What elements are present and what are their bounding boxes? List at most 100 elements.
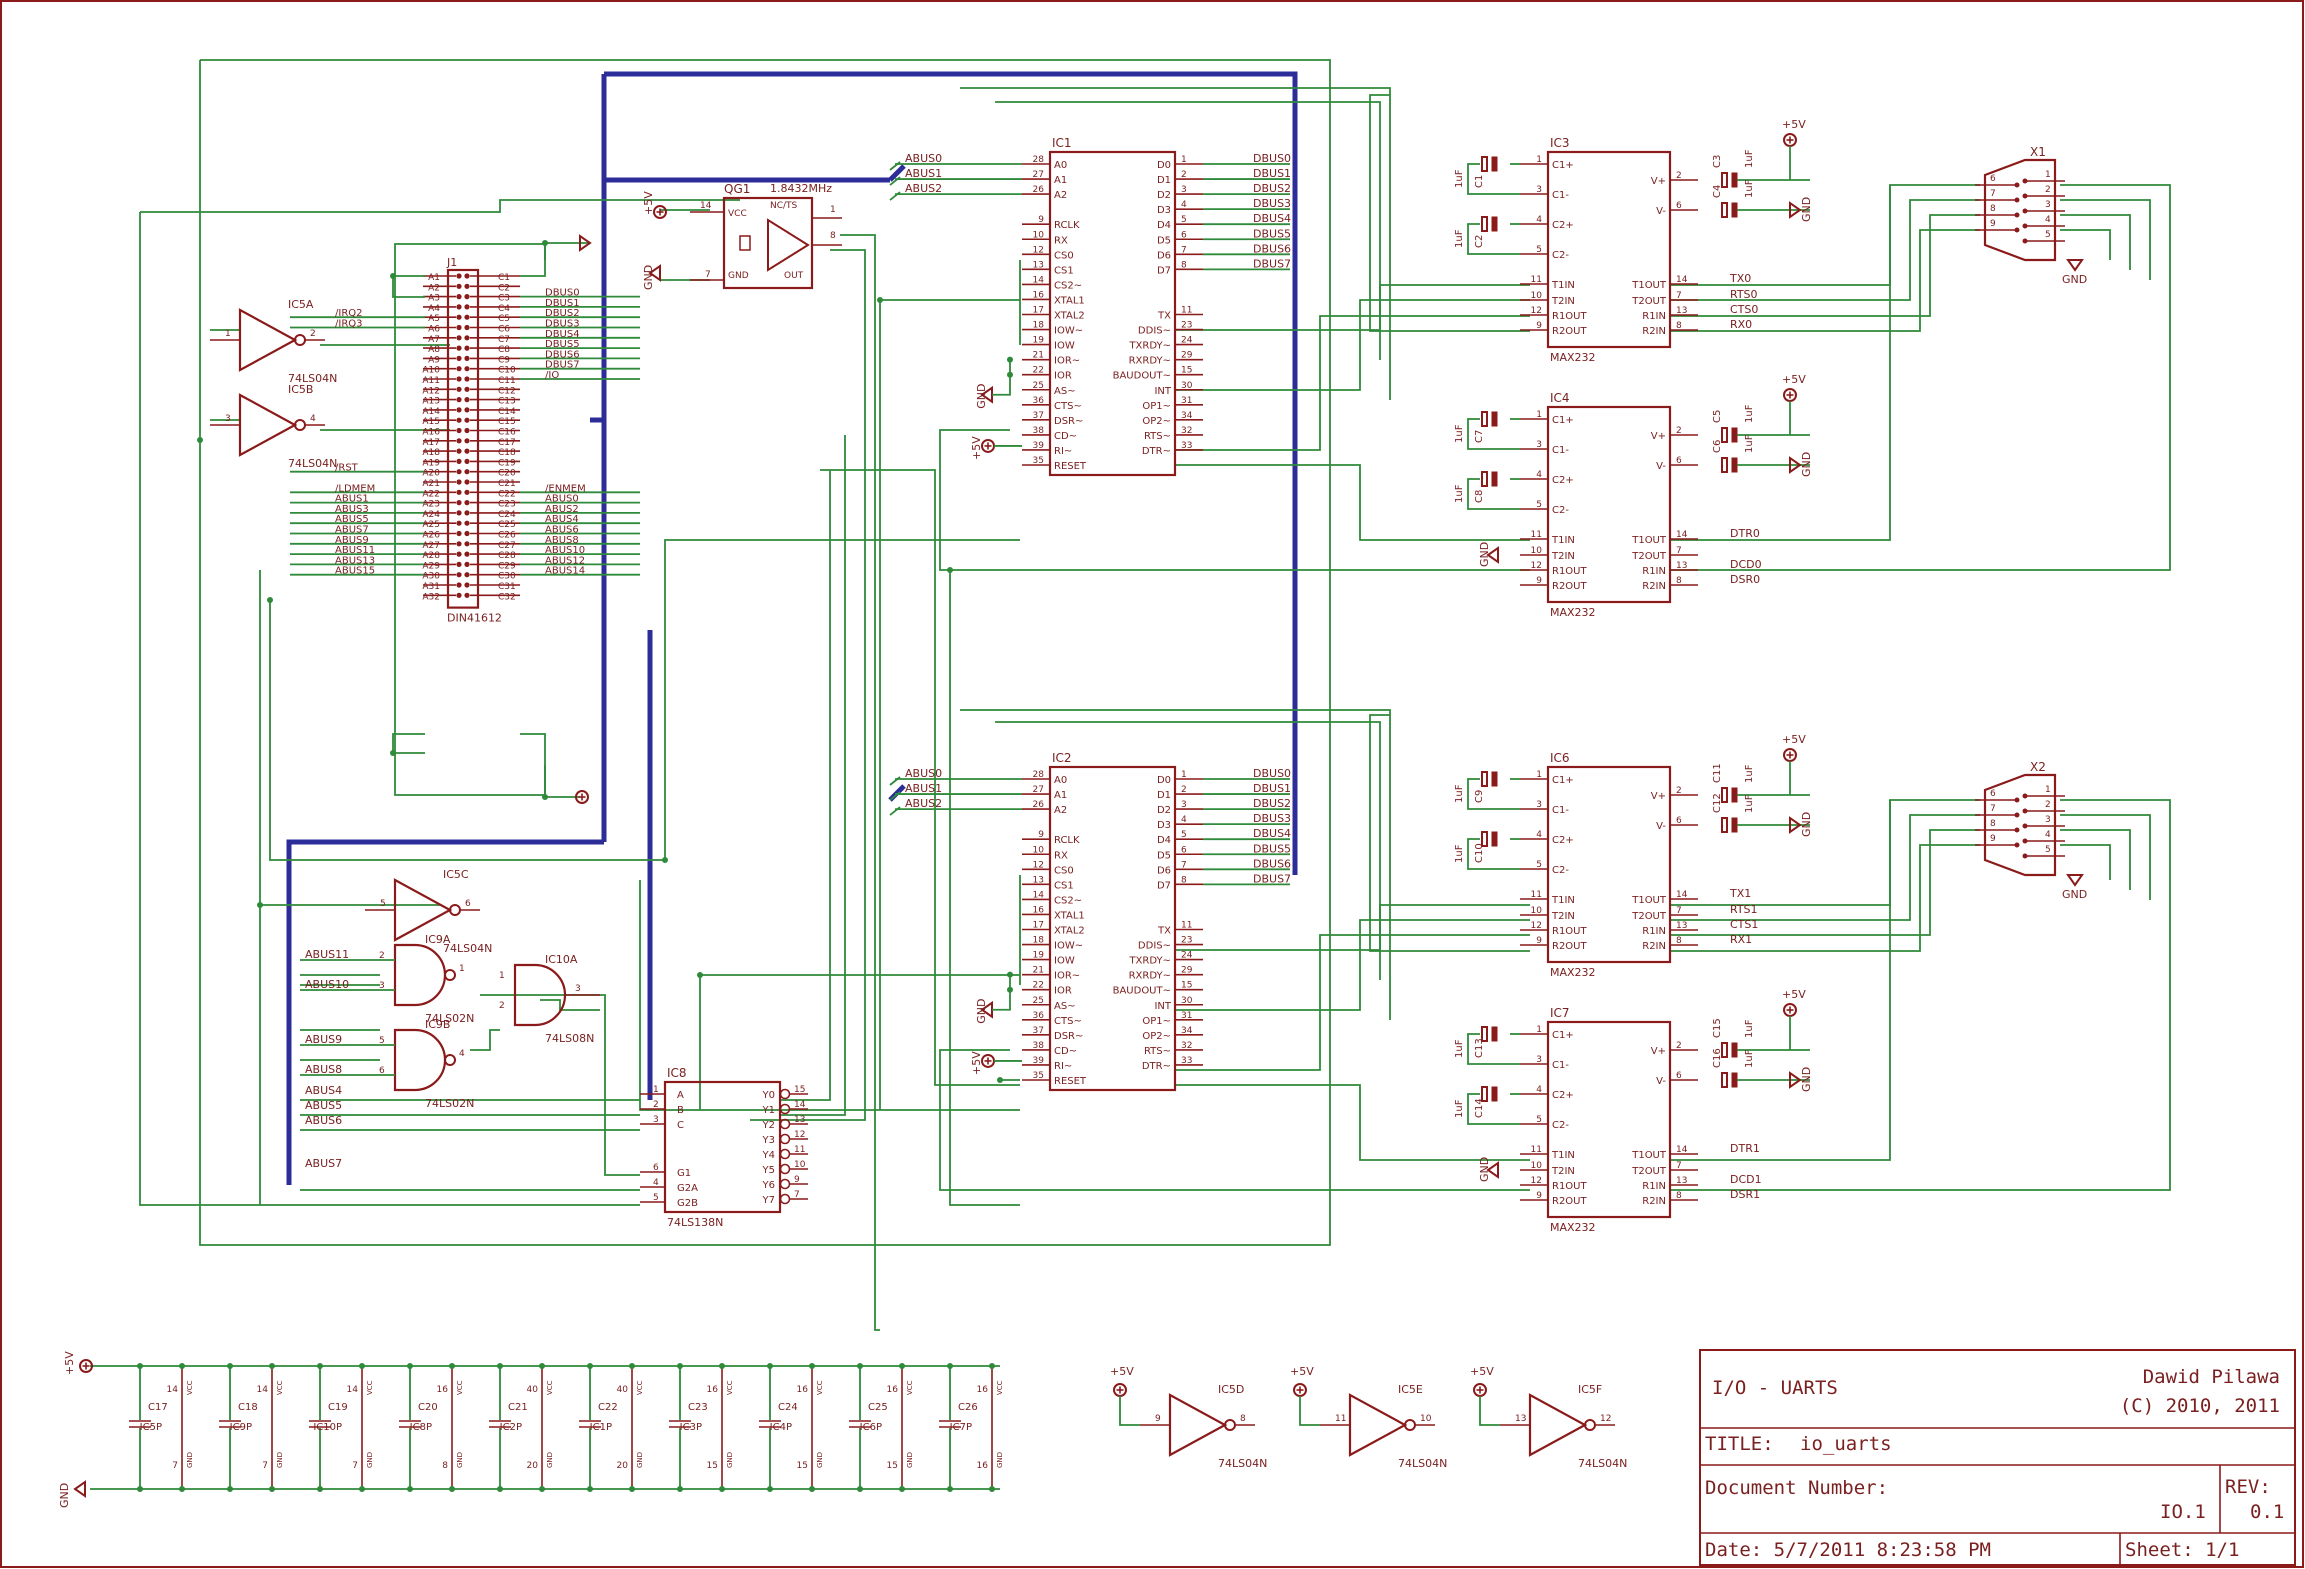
inverter-gate-ic5c [393,878,453,942]
max232-right-label: T1OUT [1631,895,1667,906]
j1-contact [464,592,470,598]
capacitor-name: C11 [1712,763,1723,783]
max232-left-label: C2+ [1552,835,1574,846]
max232-right-label: R2IN [1642,941,1666,952]
junction-dot [767,1363,773,1369]
uart-right-num: 33 [1181,441,1192,451]
junction-dot [629,1486,635,1492]
max232-left-label: T1IN [1551,535,1575,546]
title-block [1699,1349,2296,1566]
uart-left-label: DSR~ [1054,416,1083,427]
decoupling-gnd-tag: GND [906,1452,914,1468]
capacitor-icon [1491,1026,1498,1042]
junction-dot [719,1363,725,1369]
j1-c-label: C28 [498,551,516,561]
decoupling-vcc-pin: 14 [257,1385,269,1395]
j1-right-net: ABUS6 [545,525,579,536]
decoder-right-label: Y0 [762,1090,775,1101]
uart-right-label: D1 [1157,175,1171,186]
j1-contact [464,366,470,372]
j1-contact [456,561,462,568]
max232-left-num: 4 [1536,1085,1542,1095]
j1-c-label: C20 [498,469,516,479]
oscillator-pin-num: 7 [705,270,711,280]
decoder-left-num: 6 [653,1163,659,1173]
decoupling-cap-name: C26 [958,1402,978,1413]
uart-right-num: 1 [1181,155,1187,165]
max232-out-net: DCD0 [1730,558,1762,571]
nor-gate-ic9b [393,1028,447,1092]
junction-dot [317,1486,323,1492]
uart-left-label: AS~ [1054,386,1076,397]
uart-left-label: RESET [1054,1076,1087,1087]
j1-contact [464,458,470,464]
uart-left-label: CS0 [1054,865,1074,876]
max232-right-num: 7 [1676,906,1682,916]
inverter-part: 74LS04N [1578,1457,1627,1470]
uart-right-label: D2 [1157,805,1171,816]
docnum-value: IO.1 [2160,1501,2206,1523]
max232-out-net: RX0 [1730,318,1752,331]
j1-a-label: A4 [428,304,440,314]
max232-left-num: 1 [1536,410,1542,420]
inverter-pin-num: 4 [310,414,316,424]
oscillator-vcc-symbol [653,205,667,219]
max232-part: MAX232 [1550,606,1596,619]
uart-right-num: 5 [1181,830,1187,840]
uart-right-label: D4 [1157,835,1171,846]
max232-out-net: RX1 [1730,933,1752,946]
max232-right-label: R1IN [1642,311,1666,322]
max232-body-ic7 [1546,1020,1672,1219]
uart-right-num: 24 [1181,336,1193,346]
decoupling-gnd-pin: 15 [797,1461,808,1471]
nor-gate-name: IC9A [425,933,451,946]
capacitor-icon [1731,172,1738,188]
decoder-left-label: G1 [677,1168,691,1179]
capacitor-value: 1uF [1454,844,1465,863]
decoupling-vcc-tag: VCC [366,1380,374,1395]
j1-contact [456,469,462,475]
max232-right-num: 6 [1676,1071,1682,1081]
j1-vcc-symbol [575,790,589,804]
max232-right-num: 14 [1676,275,1688,285]
max232-right-num: 2 [1676,786,1682,796]
max232-right-num: 14 [1676,890,1688,900]
max232-left-label: C1- [1552,445,1569,456]
junction-dot [227,1486,233,1492]
max232-out-net: CTS1 [1730,918,1758,931]
max232-in-gnd-label: GND [1478,1157,1491,1182]
inverter-pin-num: 3 [225,414,231,424]
title-value: io_uarts [1800,1433,1892,1455]
j1-contact [456,376,462,382]
max232-out-net: DCD1 [1730,1173,1762,1186]
uart-left-num: 16 [1033,905,1045,915]
capacitor-name: C8 [1474,490,1485,503]
max232-gnd-symbol [1789,456,1802,474]
uart-right-num: 6 [1181,845,1187,855]
decoder-right-num: 9 [794,1175,800,1185]
uart-right-label: D7 [1157,265,1171,276]
capacitor-icon [1481,471,1488,487]
capacitor-name: C4 [1712,185,1723,198]
junction-dot [677,1486,683,1492]
j1-a-label: A21 [422,479,440,489]
max232-right-num: 8 [1676,321,1682,331]
inverter-part: 74LS04N [288,457,337,470]
j1-contact [464,448,470,454]
uart-gnd-label: GND [975,999,988,1024]
uart-left-num: 38 [1033,1041,1045,1051]
decoupling-vcc-pin: 16 [887,1385,899,1395]
uart-left-num: 12 [1033,245,1044,255]
uart-left-num: 18 [1033,321,1045,331]
max232-right-num: 13 [1676,921,1687,931]
uart-left-label: XTAL1 [1054,910,1085,921]
uart-right-label: RXRDY~ [1129,356,1171,367]
uart-right-label: D5 [1157,850,1171,861]
j1-contact [456,530,462,537]
junction-dot [587,1486,593,1492]
decoupling-ic-name: IC7P [950,1422,972,1433]
decoupling-cap-name: C21 [508,1402,528,1413]
decoupling-vcc-tag: VCC [906,1380,914,1395]
j1-contact [464,355,470,361]
uart-gnd-label: GND [975,384,988,409]
